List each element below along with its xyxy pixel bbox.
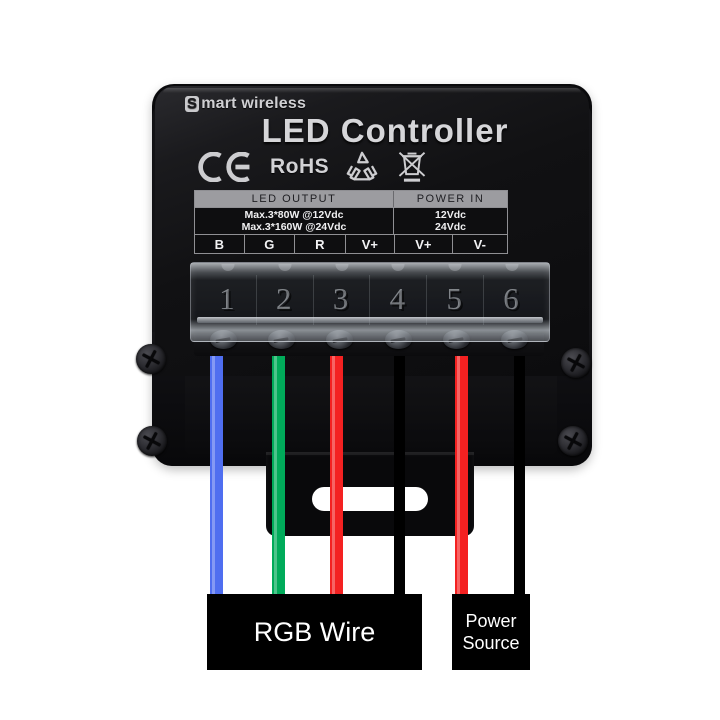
terminal-cell-6: 6	[484, 264, 540, 325]
spec-pin-b: B	[195, 235, 245, 253]
terminal-notch-4	[391, 264, 405, 271]
power-callout-line-2: Source	[462, 633, 520, 653]
case-screw-bottom-left	[137, 426, 167, 456]
recycle-icon	[346, 151, 378, 181]
terminal-number-4: 4	[390, 282, 407, 317]
terminal-block-clear-cover: 1 2 3 4 5	[190, 262, 550, 342]
ce-mark-icon	[198, 152, 250, 182]
black-wire-rgb-common	[394, 356, 405, 599]
black-wire-power-negative-core	[514, 356, 525, 599]
terminal-number-2: 2	[276, 282, 293, 317]
led-rating-12v: Max.3*80W @12Vdc	[244, 209, 344, 221]
green-wire	[272, 356, 285, 599]
red-wire-highlight	[332, 356, 335, 599]
spec-power-in-ratings: 12Vdc 24Vdc	[394, 208, 507, 234]
led-rating-24v: Max.3*160W @24Vdc	[241, 221, 347, 233]
weee-crossed-bin-icon	[398, 151, 426, 182]
terminal-number-3: 3	[333, 282, 350, 317]
spec-header-power-in: POWER IN	[394, 191, 507, 207]
power-rating-12v: 12Vdc	[435, 209, 466, 221]
terminal-block: 1 2 3 4 5	[190, 262, 550, 356]
red-wire-core	[330, 356, 343, 599]
red-wire-power-positive	[455, 356, 468, 599]
terminal-cell-3: 3	[314, 264, 371, 325]
terminal-notch-5	[448, 264, 462, 271]
spec-label-table: LED OUTPUT POWER IN Max.3*80W @12Vdc Max…	[194, 190, 508, 254]
terminal-notch-3	[335, 264, 349, 271]
spec-rating-row: Max.3*80W @12Vdc Max.3*160W @24Vdc 12Vdc…	[195, 208, 507, 235]
rohs-label: RoHS	[270, 155, 330, 178]
terminal-number-5: 5	[447, 282, 463, 317]
red-wire-power-positive-core	[455, 356, 468, 599]
blue-wire-highlight	[212, 356, 215, 599]
green-wire-highlight	[274, 356, 277, 599]
terminal-number-6: 6	[504, 282, 520, 317]
red-wire-power-positive-highlight	[457, 356, 460, 599]
rgb-wire-callout: RGB Wire	[207, 594, 422, 670]
terminal-notch-2	[278, 264, 292, 271]
terminal-cell-2: 2	[257, 264, 314, 325]
power-callout-line-1: Power	[465, 611, 517, 631]
spec-pin-vplus-led: V+	[346, 235, 396, 253]
brand-s-badge: S	[185, 95, 200, 112]
terminal-number-strip: 1 2 3 4 5	[200, 264, 540, 325]
black-wire-power-negative	[514, 356, 525, 599]
power-rating-24v: 24Vdc	[435, 221, 466, 233]
blue-wire	[210, 356, 223, 599]
black-wire-rgb-common-core	[394, 356, 405, 599]
terminal-cover-lower-rail	[197, 317, 543, 323]
brand-name-text: mart wireless	[201, 95, 307, 112]
case-screw-top-left	[136, 344, 166, 374]
product-title: LED Controller	[261, 112, 509, 149]
red-wire	[330, 356, 343, 599]
case-screw-top-right	[561, 348, 591, 378]
case-screw-bottom-right	[558, 426, 588, 456]
spec-pin-r: R	[295, 235, 346, 253]
terminal-cell-5: 5	[427, 264, 485, 325]
terminal-number-1: 1	[220, 282, 236, 317]
spec-pin-g: G	[245, 235, 296, 253]
terminal-notch-1	[221, 264, 235, 271]
terminal-cell-4: 4	[370, 264, 428, 325]
spec-header-row: LED OUTPUT POWER IN	[195, 191, 507, 208]
spec-led-output-ratings: Max.3*80W @12Vdc Max.3*160W @24Vdc	[195, 208, 394, 234]
spec-pin-vplus-power: V+	[395, 235, 453, 253]
spec-pin-row: B G R V+ V+ V-	[195, 235, 507, 253]
terminal-cell-1: 1	[200, 264, 257, 325]
green-wire-core	[272, 356, 285, 599]
blue-wire-core	[210, 356, 223, 599]
certification-marks-row: RoHS	[198, 147, 498, 187]
spec-pin-vminus-power: V-	[473, 236, 486, 252]
power-source-callout: Power Source	[452, 594, 530, 670]
terminal-notch-6	[505, 264, 519, 271]
spec-header-led-output: LED OUTPUT	[195, 191, 394, 207]
